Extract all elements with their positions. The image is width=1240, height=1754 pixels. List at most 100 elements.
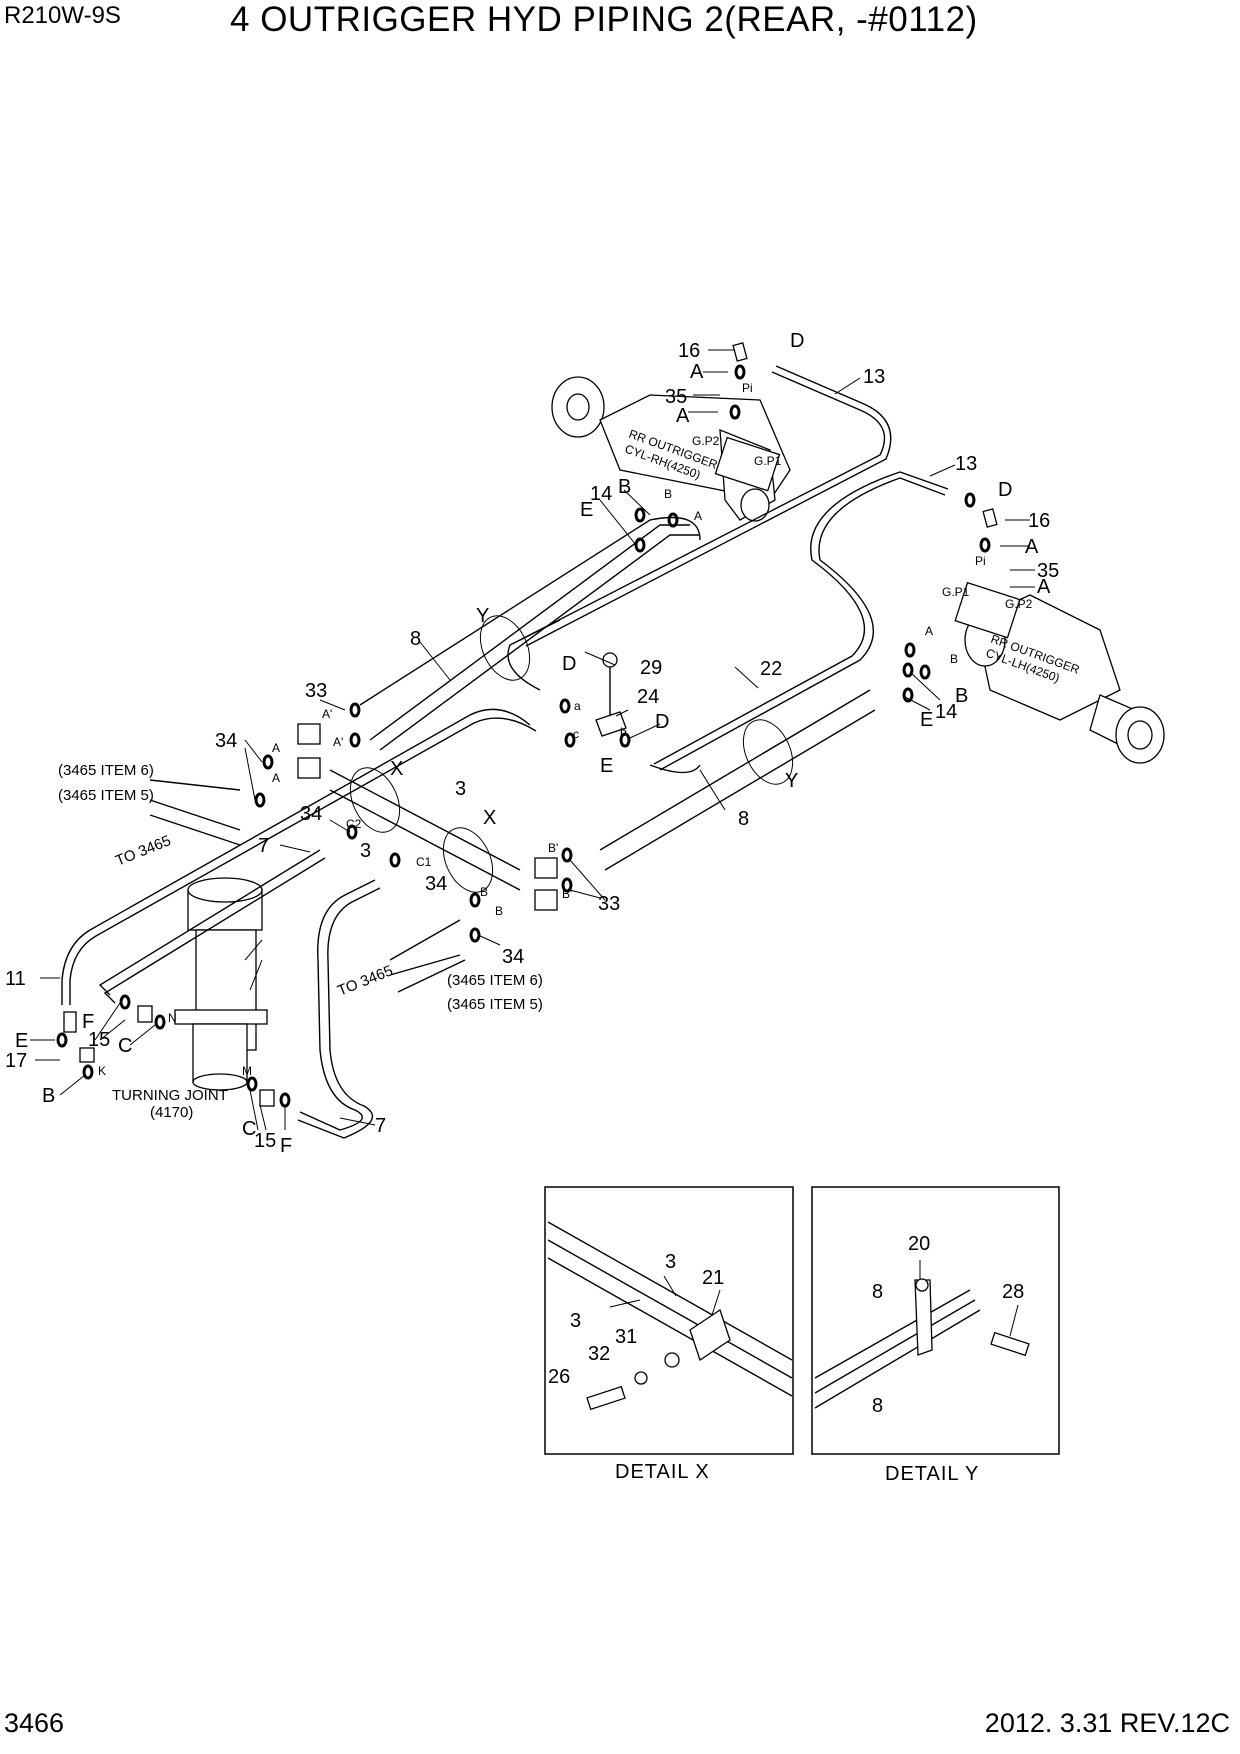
port-gp1: G.P1	[754, 454, 782, 468]
port-b-prime: B'	[562, 887, 572, 901]
port-a-prime: A'	[322, 707, 332, 721]
callout-e: E	[15, 1030, 28, 1052]
callout-14: 14	[590, 483, 612, 505]
callout-b: B	[955, 685, 968, 707]
callout-y: Y	[476, 605, 489, 627]
ref-item6-upper: (3465 ITEM 6)	[58, 762, 154, 779]
port-labels: Pi G.P2 G.P1 B A Pi G.P1 G.P2 A B A' A' …	[98, 381, 1033, 1078]
callout-34: 34	[300, 803, 322, 825]
ref-to-3465-lower: TO 3465	[335, 962, 395, 1000]
port-a-prime: A'	[333, 735, 343, 749]
page-title: 4 OUTRIGGER HYD PIPING 2(REAR, -#0112)	[230, 0, 978, 39]
detail-y-box: 20 8 28 8 DETAIL Y	[811, 1186, 1060, 1485]
callout-14: 14	[935, 701, 957, 723]
detail-y-callout-28: 28	[1002, 1281, 1024, 1303]
callout-8: 8	[410, 628, 421, 650]
callout-16: 16	[678, 340, 700, 362]
callout-x: X	[483, 807, 496, 829]
port-c-small: c	[573, 727, 579, 741]
detail-x-callout-3: 3	[570, 1310, 581, 1332]
detail-x-callout-3: 3	[665, 1251, 676, 1273]
detail-y-label: DETAIL Y	[885, 1463, 979, 1485]
detail-x-callout-26: 26	[548, 1366, 570, 1388]
callout-34: 34	[215, 730, 237, 752]
port-n: N	[168, 1011, 177, 1025]
callout-24: 24	[637, 686, 659, 708]
port-gp2: G.P2	[1005, 597, 1033, 611]
o-rings	[56, 364, 991, 1108]
detail-x-label: DETAIL X	[615, 1461, 710, 1483]
port-a: A	[925, 624, 933, 638]
callout-c: C	[118, 1035, 132, 1057]
port-m: M	[242, 1064, 252, 1078]
port-a-small: a	[574, 699, 581, 713]
callout-34: 34	[502, 946, 524, 968]
callout-7: 7	[258, 835, 269, 857]
reference-notes: (3465 ITEM 6) (3465 ITEM 5) TO 3465 (346…	[58, 762, 543, 1013]
turning-joint-label-2: (4170)	[150, 1104, 193, 1121]
callout-b: B	[42, 1085, 55, 1107]
callout-3: 3	[455, 778, 466, 800]
ref-item6-lower: (3465 ITEM 6)	[447, 972, 543, 989]
revision-date: 2012. 3.31 REV.12C	[984, 1708, 1230, 1738]
callout-15: 15	[254, 1130, 276, 1152]
callout-e: E	[580, 499, 593, 521]
port-b: B	[950, 652, 958, 666]
callout-22: 22	[760, 658, 782, 680]
port-gp1: G.P1	[942, 585, 970, 599]
callout-d: D	[562, 653, 576, 675]
ref-to-3465-upper: TO 3465	[113, 832, 173, 870]
callout-7: 7	[375, 1115, 386, 1137]
detail-y-callout-8: 8	[872, 1395, 883, 1417]
callout-e: E	[920, 709, 933, 731]
callout-35: 35	[1037, 560, 1059, 582]
callout-17: 17	[5, 1050, 27, 1072]
detail-x-callout-31: 31	[615, 1326, 637, 1348]
port-b: B	[480, 885, 488, 899]
rr-outrigger-cylinder-lh: RR OUTRIGGER CYL-LH(4250)	[954, 581, 1165, 764]
callout-a: A	[1025, 536, 1039, 558]
port-pi: Pi	[975, 554, 986, 568]
port-a: A	[272, 771, 280, 785]
callout-f: F	[280, 1135, 292, 1157]
detail-markers	[349, 615, 794, 893]
fittings	[63, 342, 998, 1107]
callout-13: 13	[955, 453, 977, 475]
callout-a: A	[676, 405, 690, 427]
ref-item5-lower: (3465 ITEM 5)	[447, 996, 543, 1013]
port-b-prime: B'	[548, 841, 558, 855]
port-a: A	[694, 509, 702, 523]
callout-3: 3	[360, 840, 371, 862]
callout-16: 16	[1028, 510, 1050, 532]
turning-joint-label-1: TURNING JOINT	[112, 1087, 228, 1104]
callout-x: X	[390, 758, 403, 780]
port-b: B	[495, 904, 503, 918]
callout-29: 29	[640, 657, 662, 679]
detail-y-callout-8: 8	[872, 1281, 883, 1303]
callout-33: 33	[305, 680, 327, 702]
port-a: A	[272, 741, 280, 755]
callout-d: D	[998, 479, 1012, 501]
callout-34: 34	[425, 873, 447, 895]
callout-b: B	[618, 476, 631, 498]
callout-d: D	[655, 711, 669, 733]
model-code: R210W-9S	[4, 2, 121, 29]
detail-x-callout-32: 32	[588, 1343, 610, 1365]
port-gp2: G.P2	[692, 434, 720, 448]
port-k: K	[98, 1064, 106, 1078]
turning-joint: TURNING JOINT (4170)	[112, 877, 268, 1121]
detail-y-callout-20: 20	[908, 1233, 930, 1255]
pipe-network	[61, 365, 949, 1139]
leader-lines	[30, 349, 1035, 1131]
port-b-small: b	[620, 725, 627, 739]
detail-x-box: 3 21 3 31 32 26 DETAIL X	[544, 1186, 794, 1483]
callout-e: E	[600, 755, 613, 777]
callout-f: F	[82, 1011, 94, 1033]
callout-35: 35	[665, 386, 687, 408]
callout-c: C	[242, 1118, 256, 1140]
port-c1: C1	[416, 855, 432, 869]
callout-a: A	[690, 361, 704, 383]
callout-11: 11	[5, 968, 26, 990]
port-b: B	[664, 487, 672, 501]
